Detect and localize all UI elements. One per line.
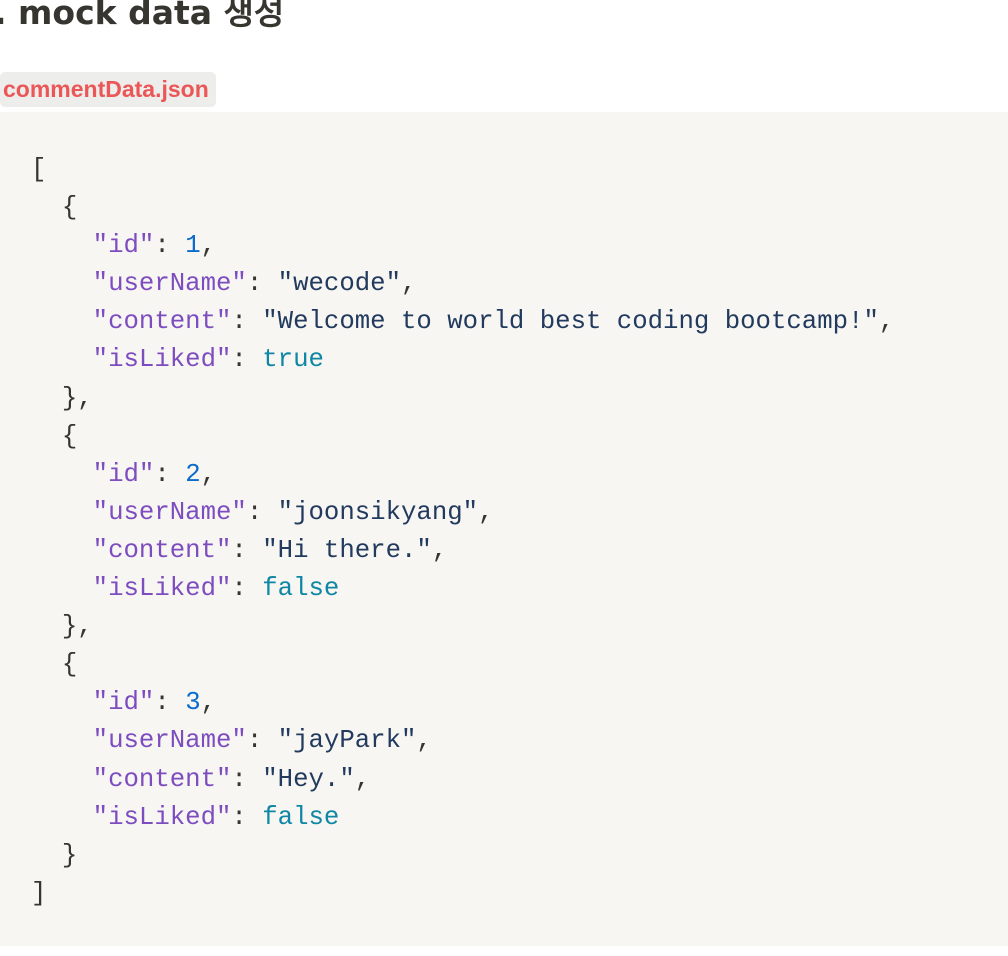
- section-heading: . mock data 생성: [0, 0, 285, 32]
- comment-isliked-value: true: [262, 345, 324, 375]
- file-name-label: commentData.json: [0, 72, 216, 107]
- code-line-id: "id": 1,: [92, 231, 217, 261]
- comment-isliked-value: false: [262, 802, 340, 832]
- comment-username-value: "wecode": [277, 269, 401, 299]
- code-line-content: "content": "Hey.",: [92, 764, 371, 794]
- comment-id-value: 1: [185, 231, 201, 261]
- comment-username-value: "jayPark": [277, 726, 417, 756]
- code-line-content: "content": "Welcome to world best coding…: [92, 307, 895, 337]
- json-code: [ { "id": 1, "userName": "wecode", "cont…: [31, 151, 894, 913]
- comment-content-value: "Hi there.": [262, 535, 432, 565]
- code-line-object-close: },: [61, 383, 93, 413]
- code-line-username: "userName": "jayPark",: [92, 726, 432, 756]
- code-line-id: "id": 3,: [92, 688, 217, 718]
- comment-username-value: "joonsikyang": [277, 497, 479, 527]
- code-line-array-open: [: [31, 155, 47, 184]
- code-line-object-open: {: [61, 650, 78, 680]
- code-line-username: "userName": "wecode",: [92, 269, 417, 299]
- comment-id-value: 3: [185, 688, 201, 718]
- comment-id-value: 2: [185, 459, 201, 489]
- comment-content-value: "Welcome to world best coding bootcamp!": [262, 307, 879, 337]
- code-line-object-close: },: [61, 612, 93, 642]
- code-line-object-open: {: [61, 193, 78, 223]
- code-block[interactable]: [ { "id": 1, "userName": "wecode", "cont…: [0, 112, 1008, 946]
- code-line-isliked: "isLiked": false: [92, 802, 340, 832]
- code-line-isliked: "isLiked": false: [92, 574, 340, 604]
- code-line-username: "userName": "joonsikyang",: [92, 497, 494, 527]
- code-line-id: "id": 2,: [92, 459, 217, 489]
- code-line-content: "content": "Hi there.",: [92, 535, 448, 565]
- code-line-array-close: ]: [31, 878, 47, 908]
- comment-content-value: "Hey.": [262, 764, 355, 794]
- code-line-object-open: {: [61, 421, 78, 451]
- code-line-object-close: }: [61, 840, 78, 870]
- code-line-isliked: "isLiked": true: [92, 345, 324, 375]
- comment-isliked-value: false: [262, 574, 340, 604]
